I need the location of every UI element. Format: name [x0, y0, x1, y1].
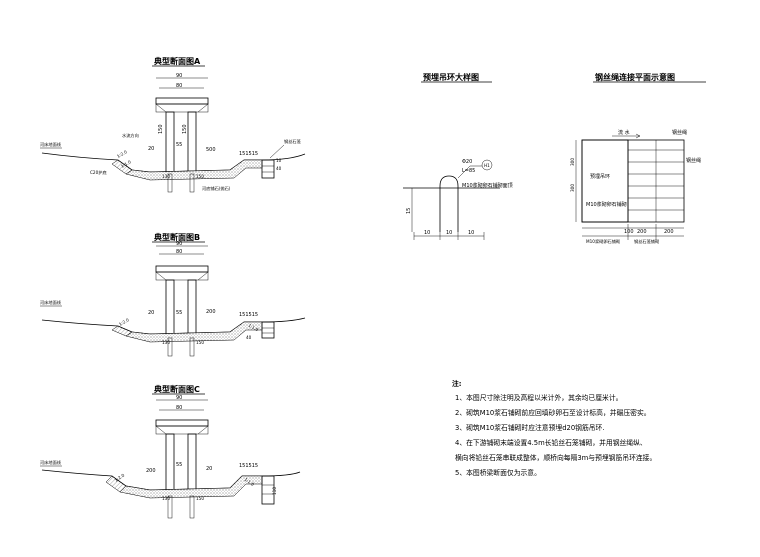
- wire-plan-title: 钢丝绳连接平面示意图: [595, 72, 675, 82]
- ring-dim-c: 10: [468, 230, 474, 236]
- dim-a-mid: 80: [176, 83, 182, 89]
- dim-a-h5: 150: [196, 174, 204, 179]
- dim-b-w1: 20: [148, 310, 154, 316]
- label-a-c20: C20护底: [90, 169, 107, 176]
- note-1: 1、本图尺寸除注明及高程以米计外，其余均已厘米计。: [455, 393, 622, 402]
- dim-a-h1: 150: [158, 124, 164, 134]
- wire-mortar-2: M10浆砌卵石铺砌: [586, 238, 620, 245]
- dim-a-h3: 40: [276, 166, 282, 171]
- label-b-slope: 1:2.0: [118, 317, 130, 327]
- dim-a-h1b: 150: [182, 124, 188, 134]
- ring-dim-a: 10: [424, 230, 430, 236]
- dim-a-h4: 130: [162, 174, 170, 179]
- label-c-slope2: 1:1.0: [243, 477, 255, 487]
- dim-b-h5: 150: [196, 340, 204, 345]
- label-a-water-dir: 水流方向: [122, 132, 139, 139]
- ring-dim-h: 15: [406, 208, 412, 214]
- section-c-title: 典型断面图C: [154, 384, 200, 394]
- note-4: 4、在下游铺砌末端设置4.5m长铅丝石笼铺砌，并用钢丝绳纵、: [455, 438, 647, 447]
- dim-b-top: 90: [176, 241, 182, 247]
- ring-detail: 预埋吊环大样图 Φ20 L=85 H1 M10浆砌卵石铺砌面顶 10 10 10…: [403, 72, 513, 240]
- dim-c-w4: 151515: [239, 463, 258, 469]
- label-a-slope2: 1:1.0: [120, 159, 132, 169]
- label-b-river-bed: 河床地面线: [40, 299, 62, 306]
- dim-c-h3: 110: [272, 487, 277, 495]
- section-a: 典型断面图A 90 80 150 150 55 20 500 151515 40…: [40, 56, 306, 193]
- label-a-river-bed: 河床地面线: [40, 141, 62, 148]
- label-c-river-bed: 河床地面线: [40, 459, 62, 466]
- note-5: 5、本图桥梁断面仅为示意。: [455, 468, 541, 477]
- dim-b-w3: 200: [206, 309, 216, 315]
- section-b-title: 典型断面图B: [154, 232, 200, 242]
- notes: 注: 1、本图尺寸除注明及高程以米计外，其余均已厘米计。 2、砌筑M10浆石铺砌…: [452, 379, 656, 477]
- ring-len: L=85: [462, 168, 475, 174]
- wire-dim-c: 200: [664, 229, 674, 235]
- label-c-slope: 1:2.0: [114, 472, 126, 482]
- dim-b-w2: 55: [176, 310, 182, 316]
- wire-dim-a: 100: [624, 229, 634, 235]
- wire-cage: 钢丝石笼铺砌: [634, 238, 659, 245]
- dim-a-top: 90: [176, 73, 182, 79]
- dim-c-mid: 80: [176, 405, 182, 411]
- section-c: 典型断面图C 90 80 55 200 20 151515 110 130 15…: [40, 384, 301, 519]
- ring-mark: H1: [484, 163, 490, 168]
- dim-b-h3: 40: [246, 335, 252, 340]
- dim-c-w1: 200: [146, 468, 156, 474]
- wire-flow: 流 水: [618, 129, 630, 136]
- label-a-steel-cage: 钢丝石笼: [284, 138, 302, 145]
- dim-a-w4: 151515: [239, 151, 258, 157]
- dim-b-h4: 130: [162, 340, 170, 345]
- note-3: 3、砌筑M10浆石铺砌时应注意预埋d20钢筋吊环.: [455, 423, 605, 432]
- wire-label-1: 钢丝绳: [672, 129, 687, 136]
- wire-label-2: 钢丝绳: [686, 157, 701, 164]
- ring-diam: Φ20: [462, 159, 472, 165]
- dim-c-w2: 55: [176, 462, 182, 468]
- dim-b-mid: 80: [176, 249, 182, 255]
- label-a-slope: 1:2.0: [116, 149, 128, 159]
- dim-c-top: 90: [176, 395, 182, 401]
- notes-title: 注:: [452, 379, 462, 388]
- wire-mortar: M10浆砌卵石铺砌: [586, 201, 627, 208]
- dim-a-w1: 20: [148, 146, 154, 152]
- dim-a-w3: 500: [206, 147, 216, 153]
- dim-a-h2: 10: [276, 158, 282, 163]
- label-a-riprap: 河底铺石(抛石): [202, 185, 231, 192]
- wire-dim-b: 200: [637, 229, 647, 235]
- note-2: 2、砌筑M10浆石铺砌前应回填砂卵石至设计标高，并碾压密实。: [455, 408, 651, 417]
- ring-detail-title: 预埋吊环大样图: [423, 72, 479, 82]
- wire-dim-e: 300: [570, 184, 575, 192]
- section-a-title: 典型断面图A: [154, 56, 201, 66]
- label-b-slope2: 1:1.0: [248, 323, 260, 333]
- note-4b: 横向将铅丝石笼串联成整体，顺桥向每隔3m与预埋钢筋吊环连接。: [455, 453, 656, 462]
- dim-c-w3: 20: [206, 466, 212, 472]
- dim-c-h4: 130: [162, 496, 170, 501]
- dim-a-w2: 55: [176, 142, 182, 148]
- wire-ring: 预埋吊环: [590, 173, 610, 180]
- wire-dim-d: 300: [570, 158, 575, 166]
- wire-plan: 钢丝绳连接平面示意图 流 水 钢丝绳 钢丝绳 预埋吊环 M10浆砌卵石铺砌 10…: [570, 72, 706, 245]
- ring-dim-b: 10: [446, 230, 452, 236]
- dim-c-h5: 150: [196, 496, 204, 501]
- section-b: 典型断面图B 90 80 55 20 200 151515 40 130 150…: [40, 232, 306, 357]
- dim-b-w4: 151515: [239, 312, 258, 318]
- ring-mortar: M10浆砌卵石铺砌面顶: [462, 182, 513, 189]
